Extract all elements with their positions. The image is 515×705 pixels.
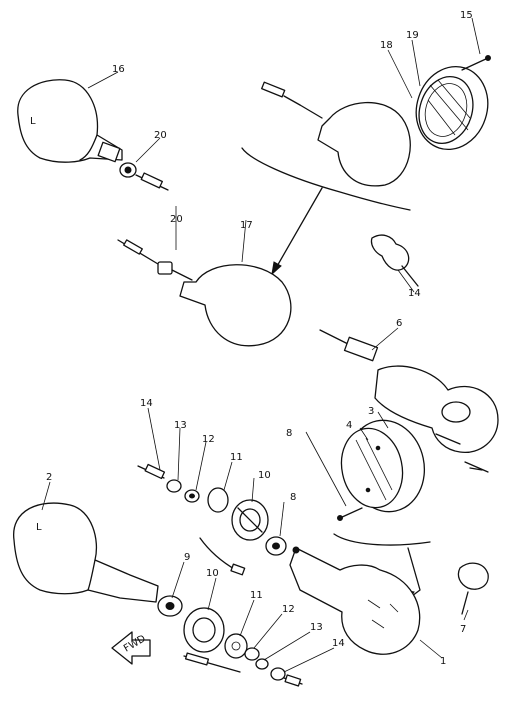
- arrow-head-upper: [271, 261, 282, 276]
- callout-16: 18: [380, 40, 393, 51]
- housing-6: [319, 329, 499, 473]
- callout-8-upper: 8: [286, 428, 292, 439]
- lens-rim-17: [415, 65, 489, 151]
- callout-4: 4: [346, 420, 352, 431]
- wire-upper: [199, 537, 246, 576]
- lens-mark-l1: L: [36, 522, 42, 533]
- lens-4: [340, 419, 426, 513]
- bulb-19: [370, 234, 419, 287]
- housing-1: [289, 546, 421, 655]
- leader-lines: [41, 17, 481, 673]
- nut-9-upper: [265, 536, 287, 556]
- screw-18: [461, 55, 491, 71]
- housing-15-top-left: [17, 79, 123, 163]
- bulb-14-upper: [137, 463, 166, 480]
- callout-14-upper: 14: [140, 398, 153, 409]
- lens-16: [424, 83, 468, 137]
- callout-10-upper: 10: [258, 470, 271, 481]
- callout-11-upper: 11: [230, 452, 243, 463]
- housing-upper-rear: [261, 81, 411, 187]
- callout-18: 15: [460, 10, 473, 21]
- front-direction-arrow: FWD: [111, 631, 151, 665]
- lens-mark-l2: L: [30, 116, 36, 127]
- group-separator-upper: [241, 147, 411, 211]
- callout-14-lower: 14: [332, 638, 345, 649]
- gasket-11-upper: [207, 487, 229, 513]
- callout-13-lower: 13: [310, 622, 323, 633]
- callout-20-top: 20: [154, 130, 167, 141]
- nut-9-lower: [157, 595, 183, 617]
- callout-9-lower: 9: [184, 552, 190, 563]
- wire-lower: [183, 652, 241, 673]
- callout-15-mid: 17: [240, 220, 253, 231]
- callout-19: 14: [408, 288, 421, 299]
- pointer-arrow-upper: [275, 187, 323, 269]
- gasket-11-lower: [224, 633, 248, 659]
- housing-2: [13, 502, 159, 603]
- callout-15-top: 16: [112, 64, 125, 75]
- callout-10-lower: 10: [206, 568, 219, 579]
- callout-20-mid: 20: [170, 214, 183, 225]
- callout-11-lower: 11: [250, 590, 263, 601]
- callout-12-lower: 12: [282, 604, 295, 615]
- socket-10-lower: [183, 607, 225, 653]
- callout-13-upper: 13: [174, 420, 187, 431]
- callout-6: 6: [396, 318, 402, 329]
- screw-8-upper: [337, 507, 363, 521]
- ring-12-lower: [244, 647, 260, 661]
- washer-13-lower: [255, 658, 269, 670]
- housing-15-middle: [117, 239, 292, 347]
- bulb-7: [457, 562, 489, 615]
- socket-20-top: [119, 162, 137, 178]
- callout-7: 7: [460, 624, 466, 635]
- callout-3: 3: [368, 406, 374, 417]
- washer-13-upper: [166, 479, 182, 493]
- pointer-arrow-lower: [407, 547, 421, 597]
- callout-17: 19: [406, 30, 419, 41]
- socket-10-upper: [231, 499, 269, 541]
- callout-8-right: 8: [290, 492, 296, 503]
- bulb-14-lower: [270, 667, 303, 687]
- callout-1: 1: [440, 656, 446, 667]
- callout-12-upper: 12: [202, 434, 215, 445]
- callout-2: 2: [46, 472, 52, 483]
- callout-labels: 16 20 20 17 18 19 15 14 6 3 4 8 8 10 11 …: [46, 10, 473, 667]
- bulb-wire-top-left: [135, 172, 169, 191]
- ring-12-upper: [184, 489, 200, 503]
- group-separator-lower: [333, 533, 431, 546]
